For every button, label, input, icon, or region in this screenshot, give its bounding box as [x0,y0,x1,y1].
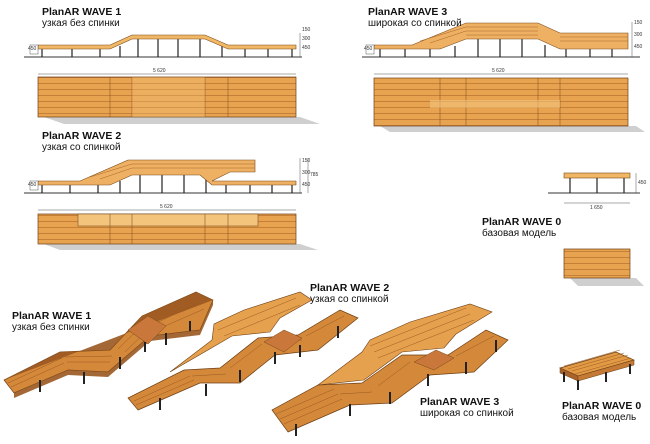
label-title: PlanAR WAVE 0 [562,400,642,412]
label-title: PlanAR WAVE 3 [420,396,500,408]
wave2-length-dim: 5 620 [160,204,173,210]
wave3-elevation-label: PlanAR WAVE 3 широкая со спинкой [368,6,462,30]
wave1-length-dim: 5 620 [153,68,166,74]
wave3-length-dim: 5 620 [492,68,505,74]
wave1-height-b-dim: 300 [302,36,311,42]
label-title: PlanAR WAVE 3 [368,6,448,18]
wave0-elevation-label: PlanAR WAVE 0 базовая модель [482,216,561,240]
wave2-height-a-dim: 150 [302,158,311,164]
label-title: PlanAR WAVE 2 [42,130,122,142]
wave1-iso-label: PlanAR WAVE 1 узкая без спинки [12,310,91,334]
wave3-height-c-dim: 450 [634,44,643,50]
label-subtitle: базовая модель [482,228,557,240]
wave2-elevation-label: PlanAR WAVE 2 узкая со спинкой [42,130,121,154]
wave2-total-height-dim: 785 [310,172,319,178]
wave0-iso-label: PlanAR WAVE 0 базовая модель [562,400,641,424]
label-title: PlanAR WAVE 0 [482,216,562,228]
wave2-height-b-dim: 300 [302,170,311,176]
wave1-elevation [24,33,302,58]
wave1-plan [37,73,320,124]
wave1-elevation-label: PlanAR WAVE 1 узкая без спинки [42,6,121,30]
label-subtitle: широкая со спинкой [420,408,514,420]
label-subtitle: широкая со спинкой [368,18,462,30]
wave2-iso-label: PlanAR WAVE 2 узкая со спинкой [310,282,389,306]
wave1-height-c-dim: 450 [302,45,311,51]
label-subtitle: узкая без спинки [42,18,120,30]
wave3-height-b-dim: 300 [634,32,643,38]
wave2-plan [37,209,318,250]
wave3-elevation [362,22,640,58]
wave0-plan [563,248,644,286]
wave3-iso [271,303,509,436]
wave3-iso-label: PlanAR WAVE 3 широкая со спинкой [420,396,514,420]
wave1-height-a-dim: 150 [302,27,311,33]
wave1-iso [3,291,214,398]
wave0-height-dim: 450 [638,180,647,186]
label-subtitle: узкая со спинкой [42,142,121,154]
wave2-left-height-dim: 450 [28,182,37,188]
wave2-height-c-dim: 450 [302,182,311,188]
wave0-length-dim: 1 650 [590,205,603,211]
wave0-elevation [548,172,640,204]
label-subtitle: базовая модель [562,412,637,424]
wave2-elevation [24,158,309,194]
wave3-height-a-dim: 150 [634,20,643,26]
label-subtitle: узкая без спинки [12,322,90,334]
wave2-iso [127,291,359,411]
wave3-left-height-dim: 450 [364,46,373,52]
label-title: PlanAR WAVE 1 [12,310,92,322]
label-title: PlanAR WAVE 2 [310,282,390,294]
wave3-plan [373,73,645,132]
wave0-iso [558,349,636,390]
label-subtitle: узкая со спинкой [310,294,389,306]
label-title: PlanAR WAVE 1 [42,6,122,18]
wave1-left-height-dim: 450 [28,46,37,52]
